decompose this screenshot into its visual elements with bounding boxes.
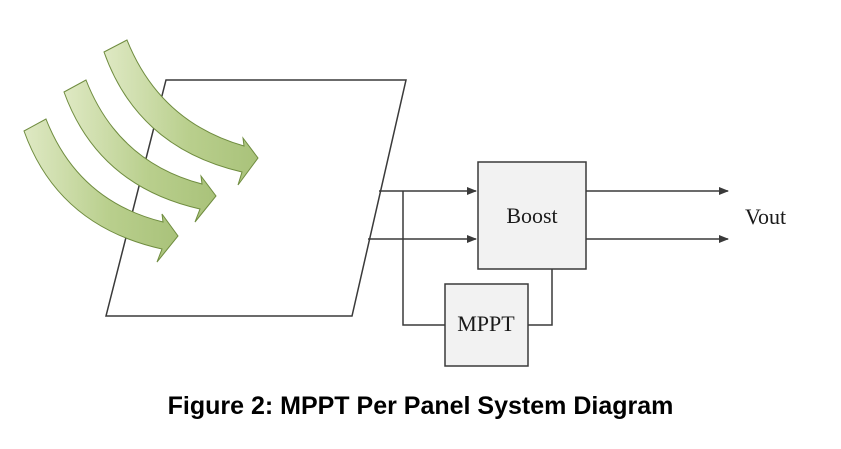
mppt-sense-wire [402, 191, 445, 326]
sunlight-arrow-2 [63, 79, 217, 223]
vout-label: Vout [745, 204, 786, 229]
mppt-block: MPPT [444, 283, 529, 367]
boost-block: Boost [477, 161, 587, 270]
panel-to-boost-wires [368, 187, 477, 243]
output-wires [586, 187, 729, 243]
mppt-box [444, 283, 529, 367]
mppt-control-wire [528, 269, 553, 326]
boost-label: Boost [506, 203, 557, 228]
sunlight-arrow-1 [103, 39, 259, 186]
mppt-label: MPPT [457, 311, 515, 336]
figure-caption: Figure 2: MPPT Per Panel System Diagram [167, 392, 674, 420]
sunlight-arrows [23, 39, 259, 263]
sunlight-arrow-3 [23, 118, 179, 263]
system-diagram: Boost MPPT Vout [23, 39, 786, 367]
boost-box [477, 161, 587, 270]
